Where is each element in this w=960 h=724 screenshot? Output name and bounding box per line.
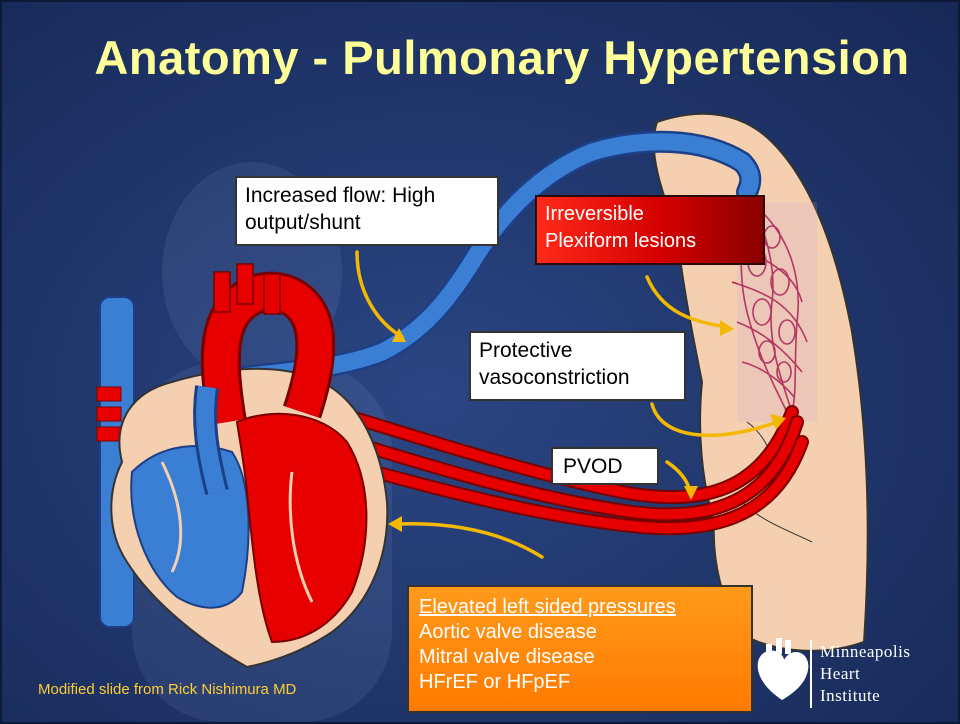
callout-line: Mitral valve disease [419,645,741,670]
arrow-increased-flow [357,252,402,337]
callout-increased-flow: Increased flow: High output/shunt [235,176,499,246]
callout-irreversible: Irreversible Plexiform lesions [535,195,765,265]
callout-line: PVOD [563,453,647,480]
logo-line: Institute [820,685,911,707]
callout-line: HFrEF or HFpEF [419,670,741,695]
callout-line: Irreversible [545,201,755,228]
callout-line: Plexiform lesions [545,228,755,255]
callout-elevated-pressures: Elevated left sided pressures Aortic val… [407,585,753,713]
callout-line: Protective [479,337,676,364]
callout-line: Increased flow: High [245,182,489,209]
slide-title: Anatomy - Pulmonary Hypertension [2,30,960,85]
arrow-left-pressures [397,524,542,557]
callout-line: vasoconstriction [479,364,676,391]
callout-heading: Elevated left sided pressures [419,595,741,620]
slide-credit: Modified slide from Rick Nishimura MD [38,681,296,698]
callout-line: output/shunt [245,209,489,236]
logo-divider [810,640,812,708]
logo-wordmark: Minneapolis Heart Institute [820,641,911,707]
logo-line: Heart [820,663,911,685]
callout-pvod: PVOD [551,447,659,485]
callout-line: Aortic valve disease [419,620,741,645]
logo-line: Minneapolis [820,641,911,663]
callout-protective: Protective vasoconstriction [469,331,686,401]
